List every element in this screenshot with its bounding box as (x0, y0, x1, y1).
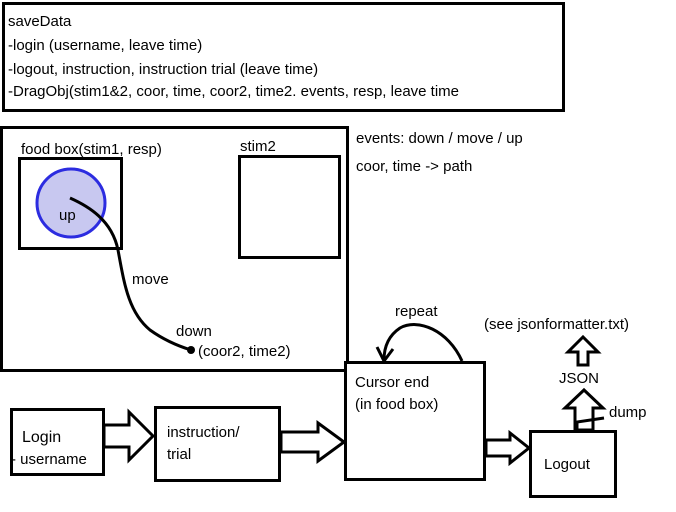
path-note: coor, time -> path (356, 158, 473, 175)
arrow-logout-to-json (561, 387, 607, 432)
cursor-end-label: Cursor end (355, 374, 430, 391)
instruction-box: instruction/ trial (154, 406, 281, 482)
food-box-label: food box(stim1, resp) (21, 141, 162, 158)
drag-path (69, 196, 192, 352)
logout-box: Logout (529, 430, 617, 498)
login-box: Login - username (10, 408, 105, 476)
trial-label: trial (167, 446, 192, 463)
savedata-title: saveData (8, 13, 72, 30)
login-username-label: - username (11, 451, 87, 468)
logout-label: Logout (544, 456, 590, 473)
instruction-label: instruction/ (167, 424, 240, 441)
move-label: move (132, 271, 169, 288)
food-box (18, 157, 123, 250)
savedata-box: saveData -login (username, leave time) -… (2, 2, 565, 112)
stim2-label: stim2 (240, 138, 276, 155)
in-food-box-label: (in food box) (355, 396, 439, 413)
cursor-end-box: Cursor end (in food box) (344, 361, 486, 481)
savedata-line-logout: -logout, instruction, instruction trial … (8, 61, 319, 78)
arrow-instruction-to-cursor (279, 420, 347, 464)
login-label: Login (22, 429, 62, 446)
drag-object-circle (35, 167, 107, 239)
savedata-line-login: -login (username, leave time) (8, 37, 203, 54)
savedata-line-dragobj: -DragObj(stim1&2, coor, time, coor2, tim… (8, 83, 460, 100)
repeat-label: repeat (395, 303, 438, 320)
up-label: up (59, 207, 76, 224)
json-label: JSON (559, 370, 600, 387)
down-label: down (176, 323, 212, 340)
down-point (187, 346, 195, 354)
arrow-json-to-file (564, 334, 602, 367)
down-coords-label: (coor2, time2) (198, 343, 291, 360)
arrow-cursor-to-logout (484, 429, 532, 467)
dump-connector (575, 416, 605, 432)
stim2-box (238, 155, 341, 259)
dump-label: dump (609, 404, 647, 421)
arrow-login-to-instruction (102, 408, 156, 464)
events-note: events: down / move / up (356, 130, 523, 147)
repeat-loop (382, 323, 464, 362)
see-jsonformatter-label: (see jsonformatter.txt) (484, 316, 630, 333)
